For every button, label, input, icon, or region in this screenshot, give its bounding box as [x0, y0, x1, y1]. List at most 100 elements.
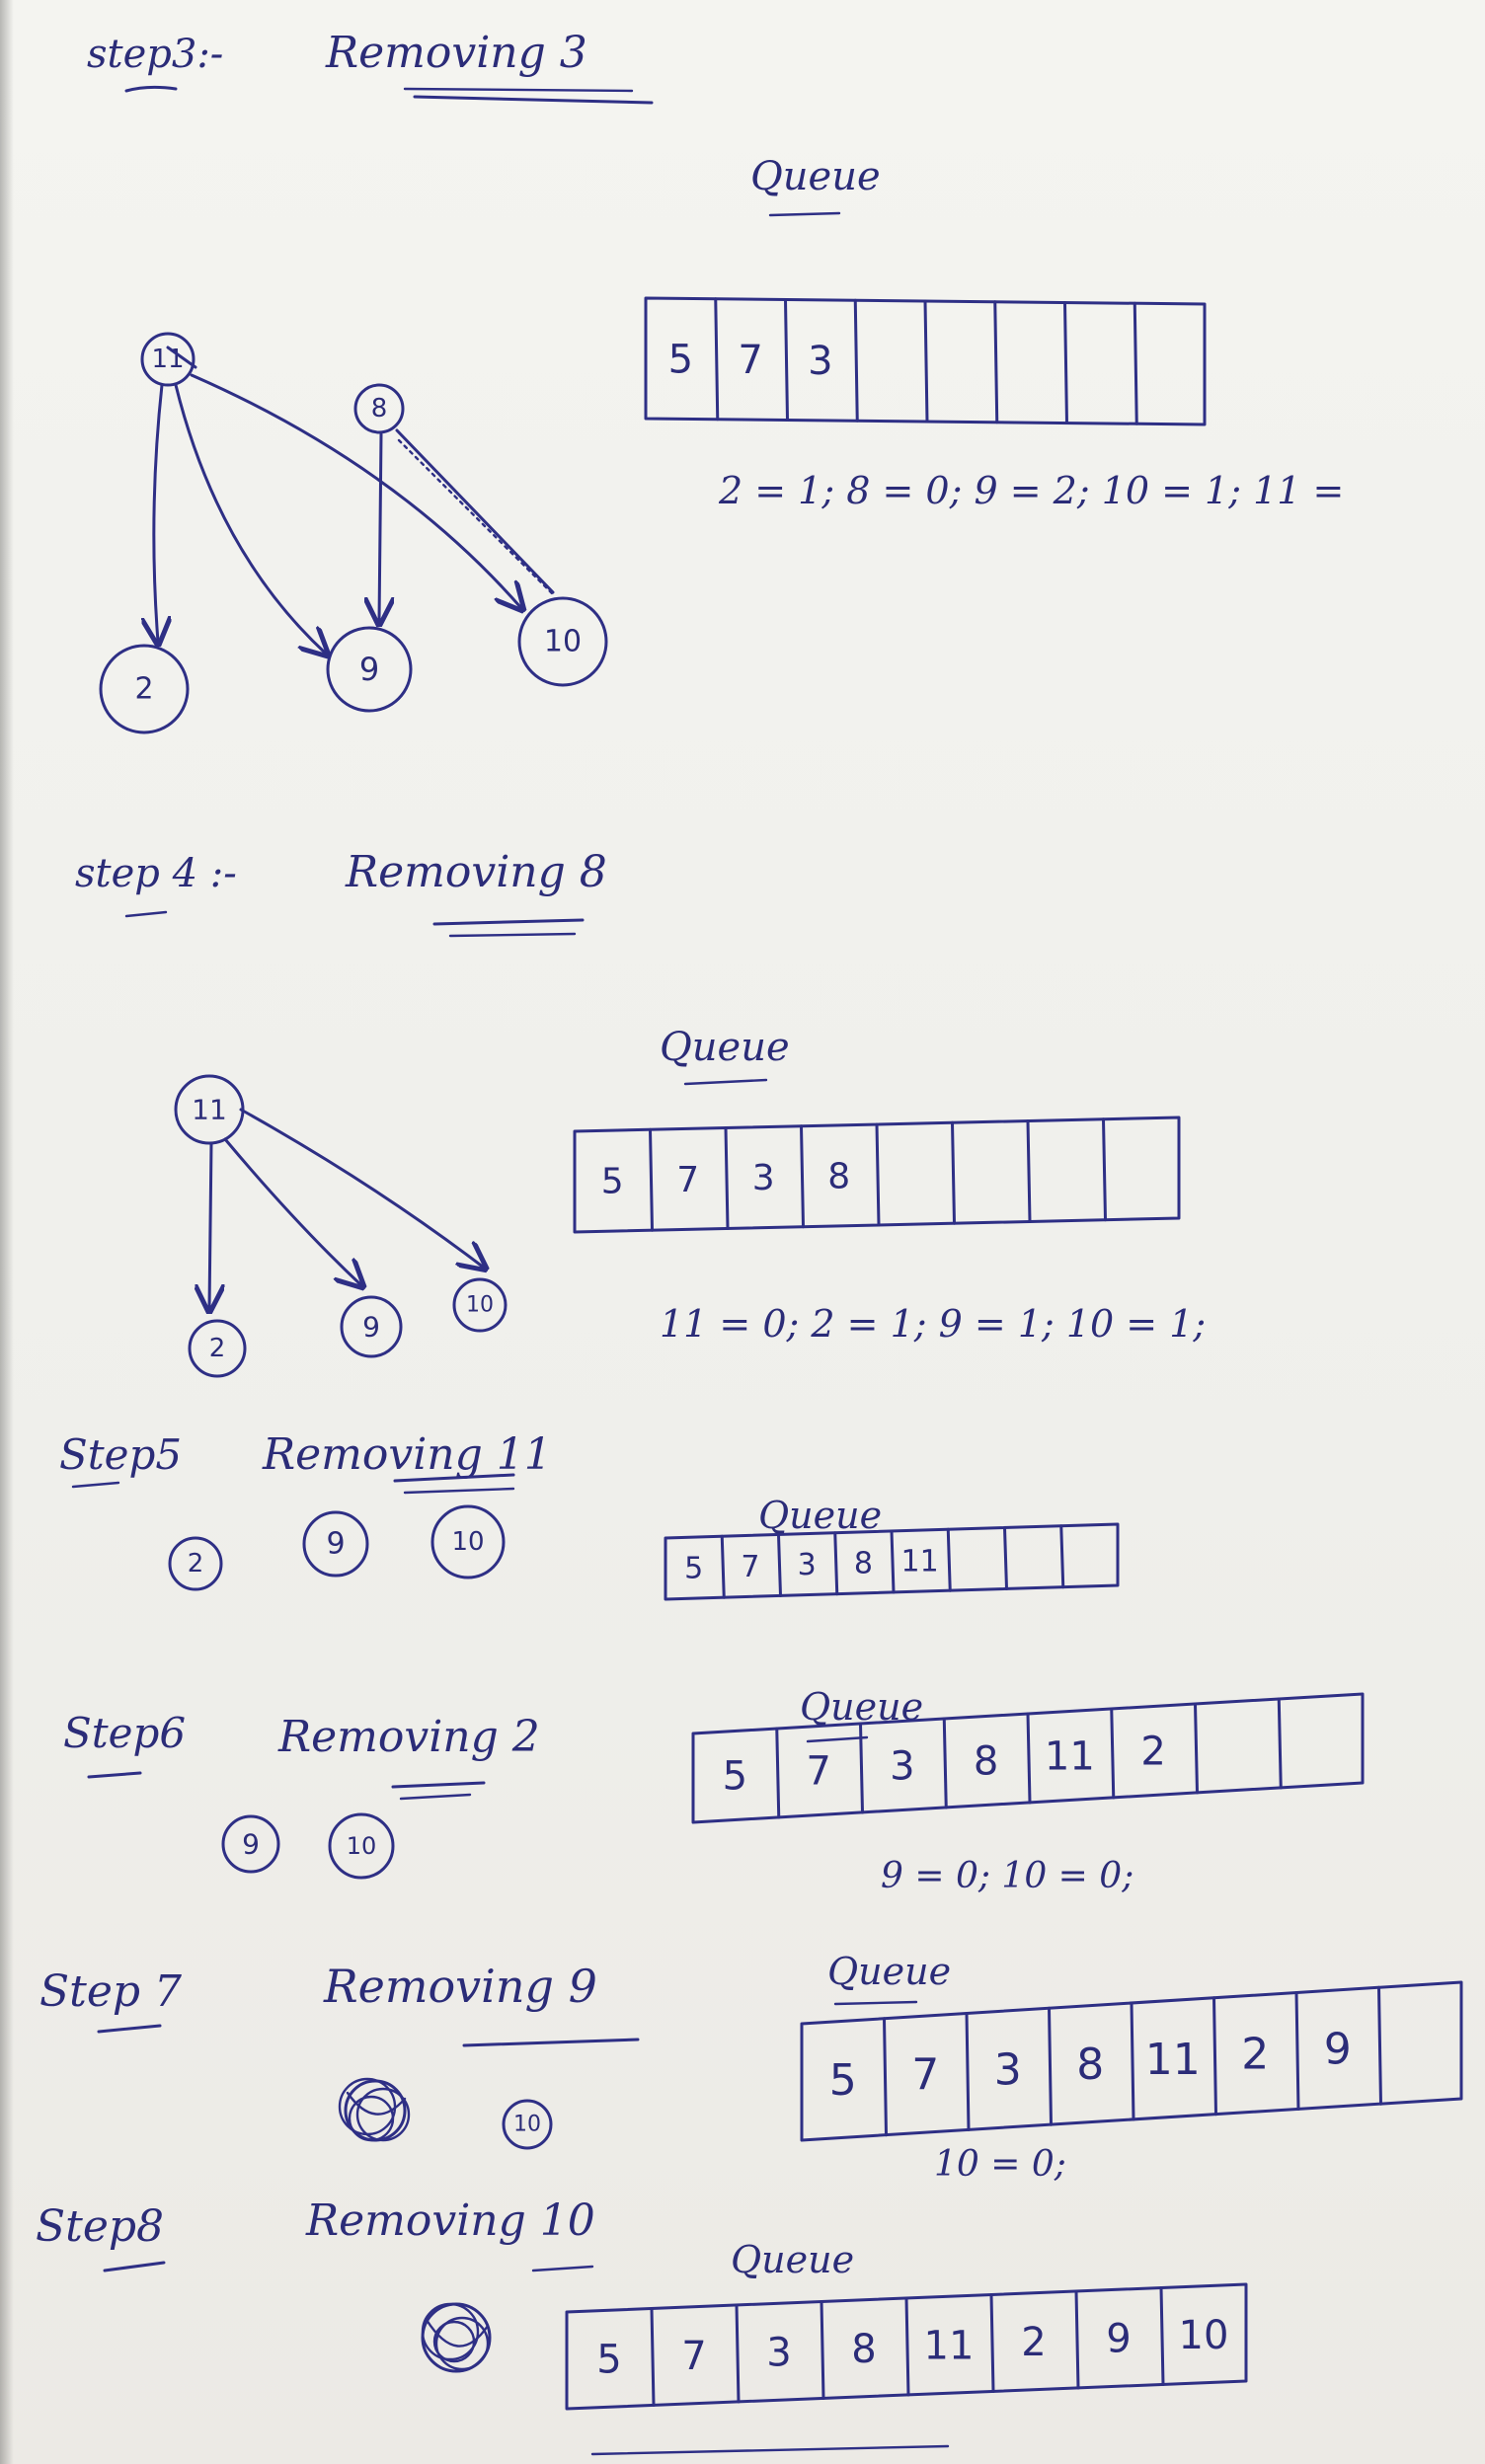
queue-cell-value: 7 — [676, 1160, 699, 1200]
queue-cell-divider — [1159, 2286, 1165, 2386]
queue-cell-divider — [1026, 1119, 1032, 1223]
step-4-queue-underline — [683, 1078, 768, 1086]
node-10-label: 10 — [513, 2113, 541, 2137]
node-9-label: 9 — [359, 651, 379, 688]
node-9-label: 9 — [326, 1527, 345, 1562]
step-7-removed-node-9 — [338, 2077, 411, 2142]
step-3-counts: 2 = 1; 8 = 0; 9 = 2; 10 = 1; 11 = — [718, 469, 1344, 512]
queue-cell-value: 11 — [1145, 2035, 1201, 2085]
step-5-label: Step5 — [59, 1430, 182, 1479]
page-edge-shadow — [0, 0, 14, 2464]
queue-cell-value: 8 — [851, 2327, 876, 2372]
step-3-graph: 11 8 2 9 10 — [99, 332, 608, 734]
step-6-label-underline — [87, 1771, 142, 1779]
step-5-queue-label: Queue — [758, 1494, 882, 1537]
queue-cell-value: 5 — [829, 2055, 857, 2106]
queue-cell-value: 2 — [1021, 2320, 1046, 2365]
queue-cell-value: 10 — [1179, 2313, 1229, 2358]
queue-cell-divider — [993, 300, 999, 424]
queue-cell-divider — [724, 1126, 730, 1230]
step-4-graph: 11 2 9 10 — [174, 1074, 508, 1378]
step-7-queue-underline — [833, 2000, 918, 2006]
node-2-label: 2 — [134, 672, 153, 707]
queue-cell-divider — [965, 2012, 971, 2131]
queue-cell-divider — [1133, 301, 1138, 425]
queue-cell-divider — [951, 1120, 956, 1225]
queue-outline — [800, 1980, 1463, 2142]
queue-cell-divider — [720, 1534, 726, 1599]
queue-cell-divider — [1194, 1702, 1199, 1795]
step-5-title-underline — [393, 1473, 515, 1483]
queue-cell-divider — [1212, 1996, 1217, 2117]
queue-cell-divider — [714, 297, 720, 422]
node-2-label: 2 — [188, 1549, 204, 1578]
node-10-label: 10 — [451, 1527, 484, 1557]
queue-cell-value: 3 — [994, 2044, 1022, 2095]
step-4-queue-label: Queue — [660, 1025, 790, 1070]
node-11 — [140, 332, 195, 387]
step-3-label-underline — [124, 85, 178, 93]
step-5-label-underline — [71, 1481, 120, 1489]
queue-cell-divider — [800, 1124, 805, 1229]
node-9 — [326, 626, 413, 713]
step-8-title-underline — [531, 2265, 594, 2272]
step-7-title-underline — [462, 2038, 640, 2047]
node-8-label: 8 — [371, 394, 388, 424]
arrow-into-11 — [166, 346, 197, 369]
queue-cell-value: 3 — [766, 2330, 791, 2375]
step-3-queue-label: Queue — [750, 154, 881, 199]
step-5-title: Removing 11 — [262, 1429, 552, 1480]
step-8-title: Removing 10 — [305, 2195, 595, 2246]
node-9 — [302, 1510, 369, 1578]
step-4-label: step 4 :- — [75, 851, 237, 896]
queue-cell-divider — [946, 1527, 952, 1592]
step-7-title: Removing 9 — [323, 1960, 597, 2013]
queue-cell-value: 3 — [752, 1158, 775, 1198]
node-11-label: 11 — [151, 345, 184, 374]
node-10 — [452, 1277, 508, 1333]
step-7-counts: 10 = 0; — [934, 2144, 1066, 2185]
edge-11-10 — [190, 373, 521, 608]
node-9 — [221, 1814, 280, 1874]
node-2-label: 2 — [209, 1334, 226, 1363]
edge-8-10-crossed — [395, 428, 555, 594]
step-6-title-underline-2 — [399, 1793, 472, 1801]
queue-outline — [691, 1692, 1365, 1824]
step-3-title-underline — [413, 95, 654, 105]
queue-cell-value: 5 — [684, 1552, 703, 1586]
node-10-label: 10 — [466, 1293, 494, 1318]
queue-cell-value: 7 — [911, 2050, 939, 2101]
queue-cell-divider — [777, 1533, 782, 1597]
queue-cell-value: 8 — [827, 1156, 850, 1196]
queue-outline — [664, 1522, 1120, 1601]
step-7-label: Step 7 — [39, 1966, 182, 2017]
queue-cell-divider — [1026, 1712, 1032, 1805]
queue-cell-divider — [735, 2303, 741, 2404]
queue-cell-divider — [1059, 1524, 1065, 1589]
queue-cell-value: 8 — [974, 1739, 998, 1785]
queue-cell-value: 9 — [1106, 2316, 1131, 2361]
queue-cell-divider — [859, 1722, 864, 1814]
step-7-label-underline — [97, 2024, 162, 2034]
queue-cell-value: 11 — [924, 2323, 975, 2368]
step-8-bottom-underline — [590, 2444, 950, 2456]
queue-cell-value: 8 — [854, 1546, 873, 1580]
edge-11-2 — [154, 383, 162, 642]
queue-cell-divider — [923, 299, 929, 424]
step-8-label: Step8 — [36, 2201, 164, 2252]
queue-cell-divider — [833, 1531, 839, 1596]
step-3-title-underline-2 — [403, 87, 634, 93]
edge-8-9 — [379, 432, 381, 622]
step-4-title-underline-2 — [448, 932, 577, 938]
node-8 — [353, 383, 405, 434]
edge-11-9 — [174, 383, 326, 654]
queue-cell-divider — [784, 298, 789, 422]
queue-cell-value: 7 — [681, 2334, 706, 2379]
